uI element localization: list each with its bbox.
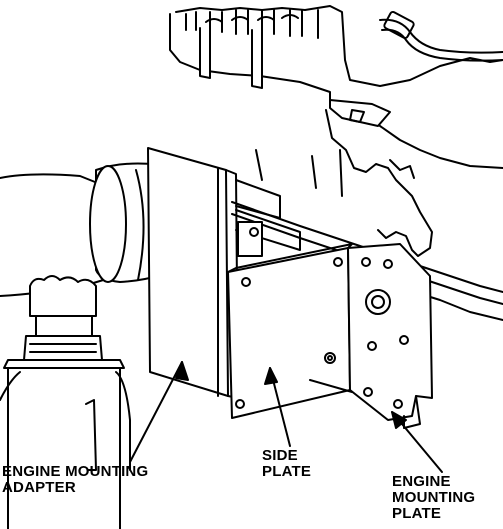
- engine-mounting-plate: [309, 243, 433, 429]
- label-line: PLATE: [392, 505, 442, 522]
- label-engine-mounting-plate: ENGINE MOUNTING PLATE: [392, 474, 475, 522]
- arrow-adapter: [129, 361, 183, 463]
- label-line: ENGINE: [392, 473, 451, 490]
- arrowhead-mounting-plate: [391, 411, 407, 429]
- label-engine-mounting-adapter: ENGINE MOUNTING ADAPTER: [2, 464, 148, 496]
- label-line: ENGINE MOUNTING: [2, 463, 149, 480]
- engine-block: [169, 5, 503, 257]
- engine-mounting-adapter: [147, 147, 301, 399]
- arrowhead-side-plate: [264, 367, 278, 385]
- label-line: ADAPTER: [2, 479, 76, 496]
- label-line: SIDE: [262, 447, 298, 464]
- label-line: PLATE: [262, 463, 312, 480]
- label-line: MOUNTING: [392, 489, 476, 506]
- jack-support: [0, 275, 131, 529]
- arrowhead-adapter: [175, 361, 189, 381]
- label-side-plate: SIDE PLATE: [262, 448, 311, 480]
- leader-arrows: [129, 361, 443, 473]
